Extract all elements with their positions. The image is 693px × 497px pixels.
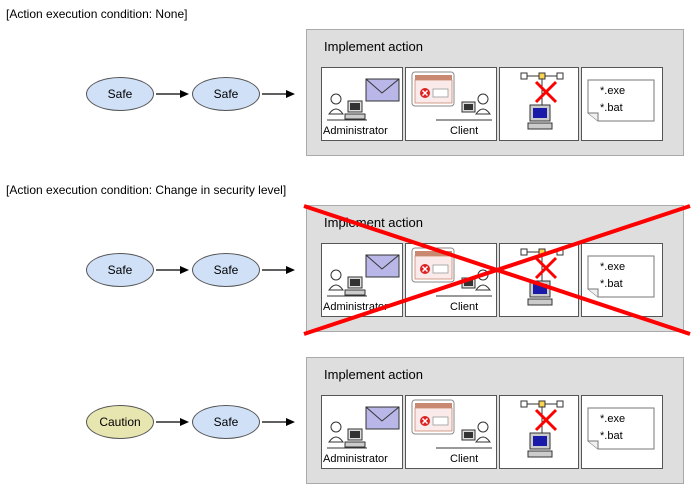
document-icon (587, 255, 655, 298)
file-type-bat: *.bat (600, 278, 623, 290)
state-node: Safe (192, 253, 260, 287)
client-warning-box: Client (405, 395, 497, 469)
file-types-box: *.exe *.bat (581, 243, 663, 317)
administrator-label: Administrator (323, 125, 388, 137)
disconnect-network-box (499, 395, 579, 469)
administrator-mail-icon (327, 78, 400, 121)
client-label: Client (450, 453, 479, 465)
file-type-bat: *.bat (600, 102, 623, 114)
disconnect-network-box (499, 67, 579, 141)
file-types-box: *.exe *.bat (581, 67, 663, 141)
file-types-box: *.exe *.bat (581, 395, 663, 469)
implement-action-panel: Implement action Administrator (306, 29, 684, 156)
panel-title: Implement action (324, 367, 423, 382)
state-node: Safe (192, 77, 260, 111)
arrow-icon (156, 266, 189, 274)
document-icon (587, 79, 655, 122)
client-warning-icon (411, 399, 492, 449)
file-type-exe: *.exe (600, 413, 626, 425)
panel-title: Implement action (324, 39, 423, 54)
implement-action-panel: Implement action Administrator (306, 357, 684, 484)
arrow-icon (156, 418, 189, 426)
network-disconnect-icon (520, 400, 564, 458)
notify-administrator-box: Administrator (321, 395, 403, 469)
state-node: Caution (86, 405, 154, 439)
notify-administrator-box: Administrator (321, 67, 403, 141)
condition-heading: [Action execution condition: Change in s… (6, 183, 287, 197)
document-icon (587, 407, 655, 450)
client-label: Client (450, 301, 479, 313)
state-node: Safe (86, 77, 154, 111)
arrow-icon (262, 266, 295, 274)
state-node: Safe (192, 405, 260, 439)
arrow-icon (262, 418, 295, 426)
arrow-icon (262, 90, 295, 98)
state-node: Safe (86, 253, 154, 287)
client-warning-icon (411, 71, 492, 121)
file-type-exe: *.exe (600, 261, 626, 273)
notify-administrator-box: Administrator (321, 243, 403, 317)
client-warning-box: Client (405, 67, 497, 141)
file-type-bat: *.bat (600, 430, 623, 442)
file-type-exe: *.exe (600, 85, 626, 97)
network-disconnect-icon (520, 72, 564, 130)
administrator-label: Administrator (323, 453, 388, 465)
arrow-icon (156, 90, 189, 98)
client-label: Client (450, 125, 479, 137)
condition-heading: [Action execution condition: None] (6, 7, 188, 21)
administrator-mail-icon (327, 254, 400, 297)
not-executed-cross-icon (303, 204, 691, 336)
administrator-mail-icon (327, 406, 400, 449)
client-warning-box: Client (405, 243, 497, 317)
